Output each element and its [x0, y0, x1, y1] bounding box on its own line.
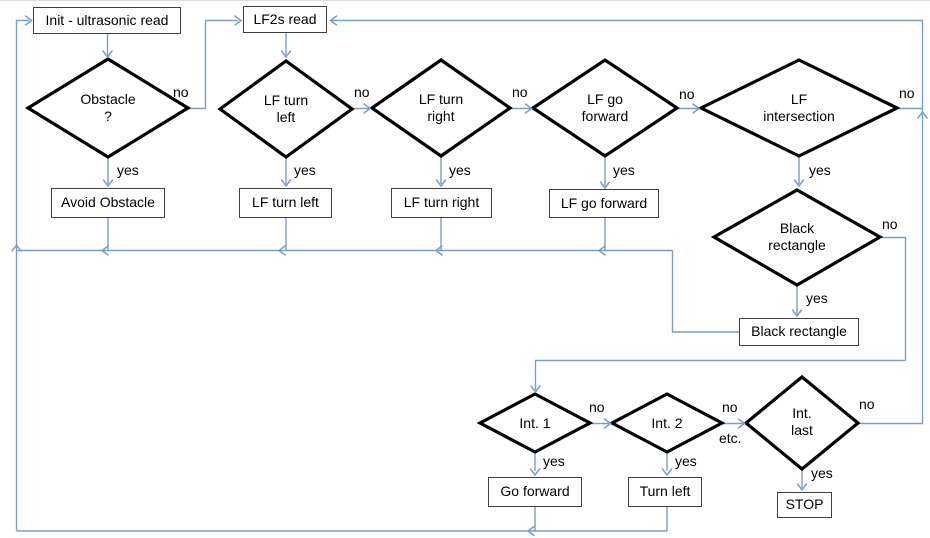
arrowhead-int-last-entry — [737, 418, 746, 429]
edge-label-turn-right-yes: yes — [449, 162, 471, 178]
process-lf-turn-left: LF turn left — [239, 188, 332, 218]
arrowhead-return-bus-3 — [434, 245, 443, 256]
arrowhead-go-forward-decision-entry — [524, 103, 533, 114]
edge-right-return-to-lf2s — [331, 19, 924, 425]
arrowhead-left-return-up — [11, 243, 22, 252]
edge-label-go-forward-yes: yes — [613, 162, 635, 178]
decision-lf-turn-left-label: LF turn left — [263, 92, 309, 125]
arrowhead-avoid-entry — [102, 179, 114, 188]
process-avoid-obstacle: Avoid Obstacle — [51, 188, 165, 218]
decision-lf-turn-right-label: LF turn right — [418, 91, 464, 124]
arrowhead-go-forward-box-entry — [599, 181, 611, 190]
edge-label-black-rect-no: no — [882, 216, 898, 232]
edge-lower-bus-to-int1 — [534, 359, 906, 390]
arrowhead-init-entry — [24, 15, 33, 26]
decision-obstacle-label: Obstacle ? — [80, 91, 136, 124]
arrowhead-stop-entry — [796, 483, 808, 492]
arrowhead-turn-left-box-entry — [280, 179, 292, 188]
edge-label-int1-yes: yes — [543, 453, 565, 469]
decision-lf-turn-right-shape — [369, 58, 513, 158]
edge-label-int-last-yes: yes — [811, 465, 833, 481]
decision-int-2-shape — [608, 392, 726, 454]
edge-label-turn-left-yes: yes — [294, 162, 316, 178]
decision-lf-go-forward-shape — [530, 58, 680, 158]
edge-black-rect-no — [880, 236, 907, 361]
edge-black-rect-box-to-bus — [671, 250, 739, 333]
decision-lf-go-forward-label: LF go forward — [581, 91, 629, 124]
process-stop: STOP — [777, 492, 832, 518]
arrowhead-go-forward2-entry — [529, 468, 541, 477]
decision-int-last-label: Int. last — [791, 405, 813, 438]
edge-label-obstacle-no: no — [173, 84, 189, 100]
arrowhead-turn-left-decision-entry — [280, 50, 292, 59]
edge-label-int2-no: no — [722, 399, 738, 415]
decision-black-rectangle-shape — [710, 188, 884, 287]
arrowhead-return-bus-2 — [277, 245, 286, 256]
edge-label-turn-left-no: no — [354, 84, 370, 100]
arrowhead-lf2s-entry-right — [329, 15, 338, 26]
arrowhead-return-bus-4 — [597, 245, 606, 256]
edge-label-obstacle-yes: yes — [117, 162, 139, 178]
edge-label-intersection-yes: yes — [809, 162, 831, 178]
arrowhead-int1-entry — [530, 385, 541, 394]
edge-label-turn-right-no: no — [512, 84, 528, 100]
arrowhead-obstacle-entry — [102, 50, 113, 59]
decision-lf-turn-left-shape — [217, 59, 355, 159]
process-black-rectangle: Black rectangle — [739, 318, 859, 346]
arrowhead-black-rect-decision-entry — [793, 179, 805, 188]
edge-label-black-rect-yes: yes — [806, 290, 828, 306]
edge-label-etc: etc. — [719, 430, 742, 446]
decision-int-last-shape — [743, 374, 861, 472]
edge-label-int2-yes: yes — [675, 453, 697, 469]
process-turn-left: Turn left — [628, 477, 702, 507]
arrowhead-return-bus-1 — [100, 245, 109, 256]
process-lf2s-read: LF2s read — [243, 6, 327, 33]
decision-int-2-label: Int. 2 — [651, 414, 683, 431]
arrowhead-lf2s-entry-left — [234, 15, 243, 26]
decision-int-1-label: Int. 1 — [519, 414, 551, 431]
decision-obstacle-shape — [24, 57, 192, 159]
process-lf-go-forward: LF go forward — [549, 189, 659, 218]
decision-lf-intersection-shape — [697, 58, 901, 158]
arrowhead-bottom-bus — [526, 525, 535, 537]
arrowhead-turn-right-box-entry — [435, 179, 447, 188]
edge-label-int-last-no: no — [859, 396, 875, 412]
arrowhead-turn-left2-entry — [661, 468, 673, 477]
decision-black-rectangle-label: Black rectangle — [768, 220, 826, 253]
process-go-forward: Go forward — [488, 477, 582, 507]
decision-lf-intersection-label: LF intersection — [763, 91, 835, 124]
arrowhead-black-rect-box-entry — [791, 309, 803, 318]
process-init: Init - ultrasonic read — [33, 7, 181, 34]
edge-left-return-to-init — [15, 19, 29, 531]
edge-label-int1-no: no — [589, 399, 605, 415]
process-lf-turn-right: LF turn right — [391, 188, 492, 218]
arrowhead-turn-right-decision-entry — [363, 103, 372, 114]
arrowhead-intersection-entry — [692, 103, 701, 114]
edge-label-intersection-no: no — [899, 85, 915, 101]
arrowhead-int2-entry — [603, 418, 612, 429]
arrowhead-right-return-up — [917, 110, 928, 119]
edge-obstacle-no-to-lf2s — [188, 19, 238, 110]
edge-label-go-forward-no: no — [679, 86, 695, 102]
decision-int-1-shape — [476, 392, 594, 454]
